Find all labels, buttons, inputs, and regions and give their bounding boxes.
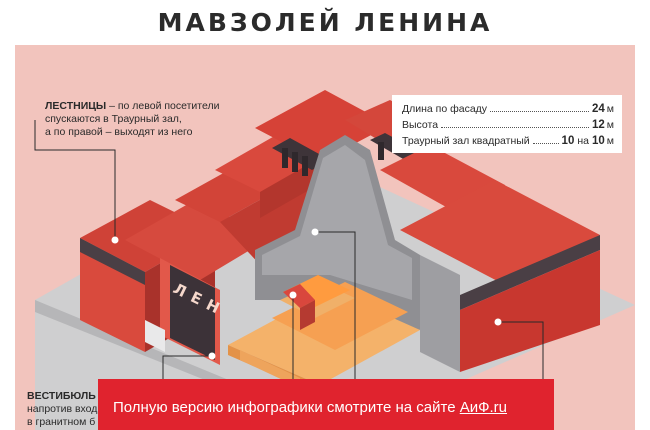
- column-4: [378, 142, 384, 160]
- aif-link[interactable]: АиФ.ru: [459, 399, 508, 416]
- spec-row-hall: Траурный зал квадратный 10 на 10 м: [402, 134, 614, 147]
- wall-leader-line: [315, 231, 356, 390]
- stairs-heading: ЛЕСТНИЦЫ: [45, 100, 107, 112]
- cutaway-wall-light: [262, 145, 412, 300]
- stairs-marker: [111, 236, 119, 244]
- right-leader-line: [498, 321, 544, 390]
- entrance-dark: [170, 265, 215, 360]
- vestibule-note: ВЕСТИБЮЛЬ напротив вход в гранитном б: [27, 390, 102, 429]
- left-wing-dark-band: [80, 238, 145, 285]
- spec-dots: [532, 134, 559, 144]
- specs-box: Длина по фасаду 24 м Высота 12 м Траурны…: [392, 95, 622, 153]
- right-marker: [494, 318, 502, 326]
- vestibule-text-3: в гранитном б: [27, 416, 96, 428]
- stairs-text-3: а по правой – выходят из него: [45, 126, 193, 138]
- spec-value: 24: [591, 103, 605, 115]
- vestibule-heading: ВЕСТИБЮЛЬ: [27, 390, 96, 402]
- stairs-text-1: – по левой посетители: [106, 100, 220, 112]
- right-main-dark-band: [460, 235, 600, 310]
- right-main-inner: [420, 255, 460, 372]
- hall-platform: [272, 282, 408, 350]
- banner-text: Полную версию инфографики смотрите на са…: [113, 399, 460, 416]
- sarcophagus-red: [283, 284, 315, 308]
- hall-steps: [240, 350, 300, 388]
- spec-label: Траурный зал квадратный: [402, 135, 530, 147]
- vestibule-leader-line: [162, 355, 212, 390]
- spec-mid: на: [577, 135, 589, 147]
- right-main-front: [460, 250, 600, 372]
- stairs-note: ЛЕСТНИЦЫ – по левой посетители спускаютс…: [45, 100, 235, 139]
- vestibule-marker: [208, 352, 216, 360]
- spec-row-height: Высота 12 м: [402, 118, 614, 131]
- banner-text-wrap: Полную версию инфографики смотрите на са…: [113, 399, 507, 416]
- sarcophagus-side: [300, 300, 315, 330]
- column-2: [292, 152, 298, 172]
- sarcophagus-marker: [289, 291, 297, 299]
- entrance-stairs: [145, 320, 165, 352]
- stairs-leader-line: [34, 120, 116, 240]
- full-version-banner[interactable]: Полную версию инфографики смотрите на са…: [98, 379, 554, 430]
- spec-value: 10: [561, 135, 575, 147]
- spec-value: 12: [591, 119, 605, 131]
- spec-unit: м: [606, 103, 614, 115]
- stairs-text-2: спускаются в Траурный зал,: [45, 113, 182, 125]
- spec-unit: м: [606, 135, 614, 147]
- spec-row-length: Длина по фасаду 24 м: [402, 102, 614, 115]
- spec-unit: м: [606, 119, 614, 131]
- vestibule-text-2: напротив вход: [27, 403, 98, 415]
- spec-dots: [441, 118, 589, 128]
- spec-label: Длина по фасаду: [402, 103, 488, 115]
- column-1: [282, 148, 288, 168]
- spec-dots: [490, 102, 589, 112]
- spec-value-2: 10: [591, 135, 605, 147]
- spec-label: Высота: [402, 119, 439, 131]
- wall-marker: [311, 228, 319, 236]
- column-3: [302, 156, 308, 176]
- top-tier-band: [272, 138, 330, 170]
- page-title: МАВЗОЛЕЙ ЛЕНИНА: [157, 8, 493, 37]
